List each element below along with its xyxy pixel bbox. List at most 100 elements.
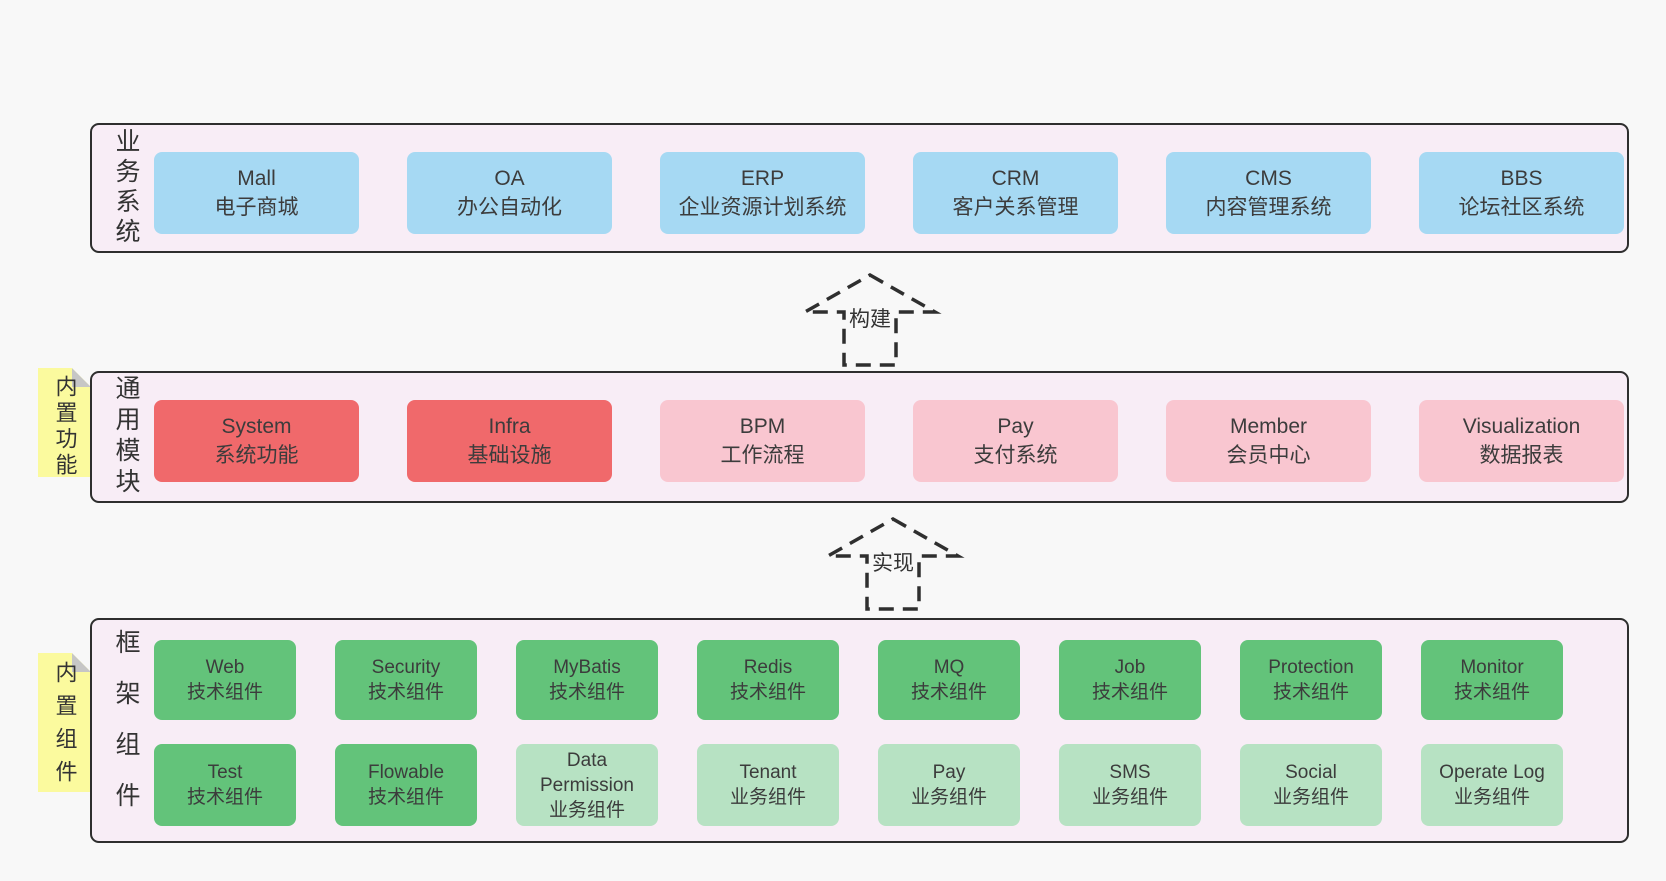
section-label-business-systems: 业务系统 [112,128,140,248]
box-subtitle: 技术组件 [729,682,806,703]
box-erp: ERP 企业资源计划系统 [660,152,865,234]
box-title: Infra [488,415,531,438]
box-title: System [221,415,292,438]
box-protection: Protection 技术组件 [1240,640,1382,720]
box-subtitle: 业务组件 [1453,787,1530,808]
box-subtitle: 技术组件 [367,787,444,808]
box-title: Data Permission [540,749,634,796]
box-title: Test [207,762,243,783]
box-title: Operate Log [1439,762,1545,783]
box-subtitle: 电子商城 [214,196,299,219]
section-business-systems: 业务系统 Mall 电子商城 OA 办公自动化 ERP 企业资源计划系统 CRM… [90,123,1629,253]
box-title: MQ [933,657,965,678]
box-redis: Redis 技术组件 [697,640,839,720]
box-member: Member 会员中心 [1166,400,1371,482]
box-subtitle: 技术组件 [910,682,987,703]
box-subtitle: 基础设施 [467,444,552,467]
box-operate-log: Operate Log 业务组件 [1421,744,1563,826]
box-title: ERP [740,167,785,190]
box-subtitle: 企业资源计划系统 [678,196,847,219]
common-modules-row: System 系统功能 Infra 基础设施 BPM 工作流程 Pay 支付系统… [154,400,1624,482]
box-title: OA [494,167,525,190]
box-mall: Mall 电子商城 [154,152,359,234]
box-title: Mall [237,167,276,190]
box-tenant: Tenant 业务组件 [697,744,839,826]
box-subtitle: 数据报表 [1479,444,1564,467]
box-subtitle: 内容管理系统 [1205,196,1332,219]
arrow-implement: 实现 [818,516,968,612]
box-subtitle: 技术组件 [1272,682,1349,703]
box-subtitle: 技术组件 [367,682,444,703]
box-pay-system: Pay 支付系统 [913,400,1118,482]
box-subtitle: 技术组件 [186,682,263,703]
box-job: Job 技术组件 [1059,640,1201,720]
sticky-built-in-components: 内置组件 [38,653,91,792]
box-title: Redis [743,657,793,678]
box-system: System 系统功能 [154,400,359,482]
box-title: Flowable [367,762,445,783]
box-mq: MQ 技术组件 [878,640,1020,720]
box-subtitle: 支付系统 [973,444,1058,467]
box-title: Pay [932,762,966,783]
arrow-build-label: 构建 [846,302,894,334]
box-title: Social [1285,762,1337,783]
box-title: Web [205,657,245,678]
box-subtitle: 业务组件 [910,787,987,808]
section-label-framework-components: 框架组件 [112,628,140,833]
sticky-label: 内置组件 [52,660,78,793]
box-bpm: BPM 工作流程 [660,400,865,482]
box-subtitle: 工作流程 [720,444,805,467]
section-label-common-modules: 通用模块 [112,375,140,499]
box-subtitle: 业务组件 [1272,787,1349,808]
framework-row-2: Test 技术组件 Flowable 技术组件 Data Permission … [154,744,1563,826]
box-title: CMS [1245,167,1292,190]
box-title: CRM [991,167,1040,190]
box-visualization: Visualization 数据报表 [1419,400,1624,482]
box-subtitle: 系统功能 [214,444,299,467]
box-subtitle: 技术组件 [186,787,263,808]
box-subtitle: 业务组件 [548,799,625,821]
box-subtitle: 业务组件 [1091,787,1168,808]
box-subtitle: 技术组件 [1091,682,1168,703]
up-arrow-icon [821,516,965,611]
arrow-build: 构建 [795,272,945,368]
box-subtitle: 办公自动化 [457,196,562,219]
box-bbs: BBS 论坛社区系统 [1419,152,1624,234]
section-common-modules: 通用模块 System 系统功能 Infra 基础设施 BPM 工作流程 Pay… [90,371,1629,503]
box-flowable: Flowable 技术组件 [335,744,477,826]
box-title: Security [371,657,441,678]
box-web: Web 技术组件 [154,640,296,720]
framework-row-1: Web 技术组件 Security 技术组件 MyBatis 技术组件 Redi… [154,640,1563,720]
box-title: Tenant [739,762,797,783]
box-infra: Infra 基础设施 [407,400,612,482]
box-social: Social 业务组件 [1240,744,1382,826]
box-cms: CMS 内容管理系统 [1166,152,1371,234]
sticky-built-in-features: 内置功能 [38,368,91,477]
box-title: BBS [1500,167,1543,190]
section-framework-components: 框架组件 Web 技术组件 Security 技术组件 MyBatis 技术组件… [90,618,1629,843]
box-test: Test 技术组件 [154,744,296,826]
sticky-label: 内置功能 [52,374,78,479]
box-title: Protection [1268,657,1354,678]
box-mybatis: MyBatis 技术组件 [516,640,658,720]
up-arrow-icon [798,272,942,367]
arrow-implement-label: 实现 [869,546,917,578]
business-systems-row: Mall 电子商城 OA 办公自动化 ERP 企业资源计划系统 CRM 客户关系… [154,152,1624,234]
box-crm: CRM 客户关系管理 [913,152,1118,234]
box-subtitle: 论坛社区系统 [1458,196,1585,219]
box-security: Security 技术组件 [335,640,477,720]
box-title: Monitor [1460,657,1524,678]
box-pay-component: Pay 业务组件 [878,744,1020,826]
box-subtitle: 业务组件 [729,787,806,808]
box-title: MyBatis [553,657,621,678]
box-title: Member [1229,415,1308,438]
box-title: SMS [1109,762,1151,783]
box-data-permission: Data Permission 业务组件 [516,744,658,826]
box-monitor: Monitor 技术组件 [1421,640,1563,720]
box-subtitle: 技术组件 [1453,682,1530,703]
box-oa: OA 办公自动化 [407,152,612,234]
box-subtitle: 客户关系管理 [952,196,1079,219]
box-title: Visualization [1462,415,1581,438]
box-sms: SMS 业务组件 [1059,744,1201,826]
box-title: Job [1114,657,1146,678]
